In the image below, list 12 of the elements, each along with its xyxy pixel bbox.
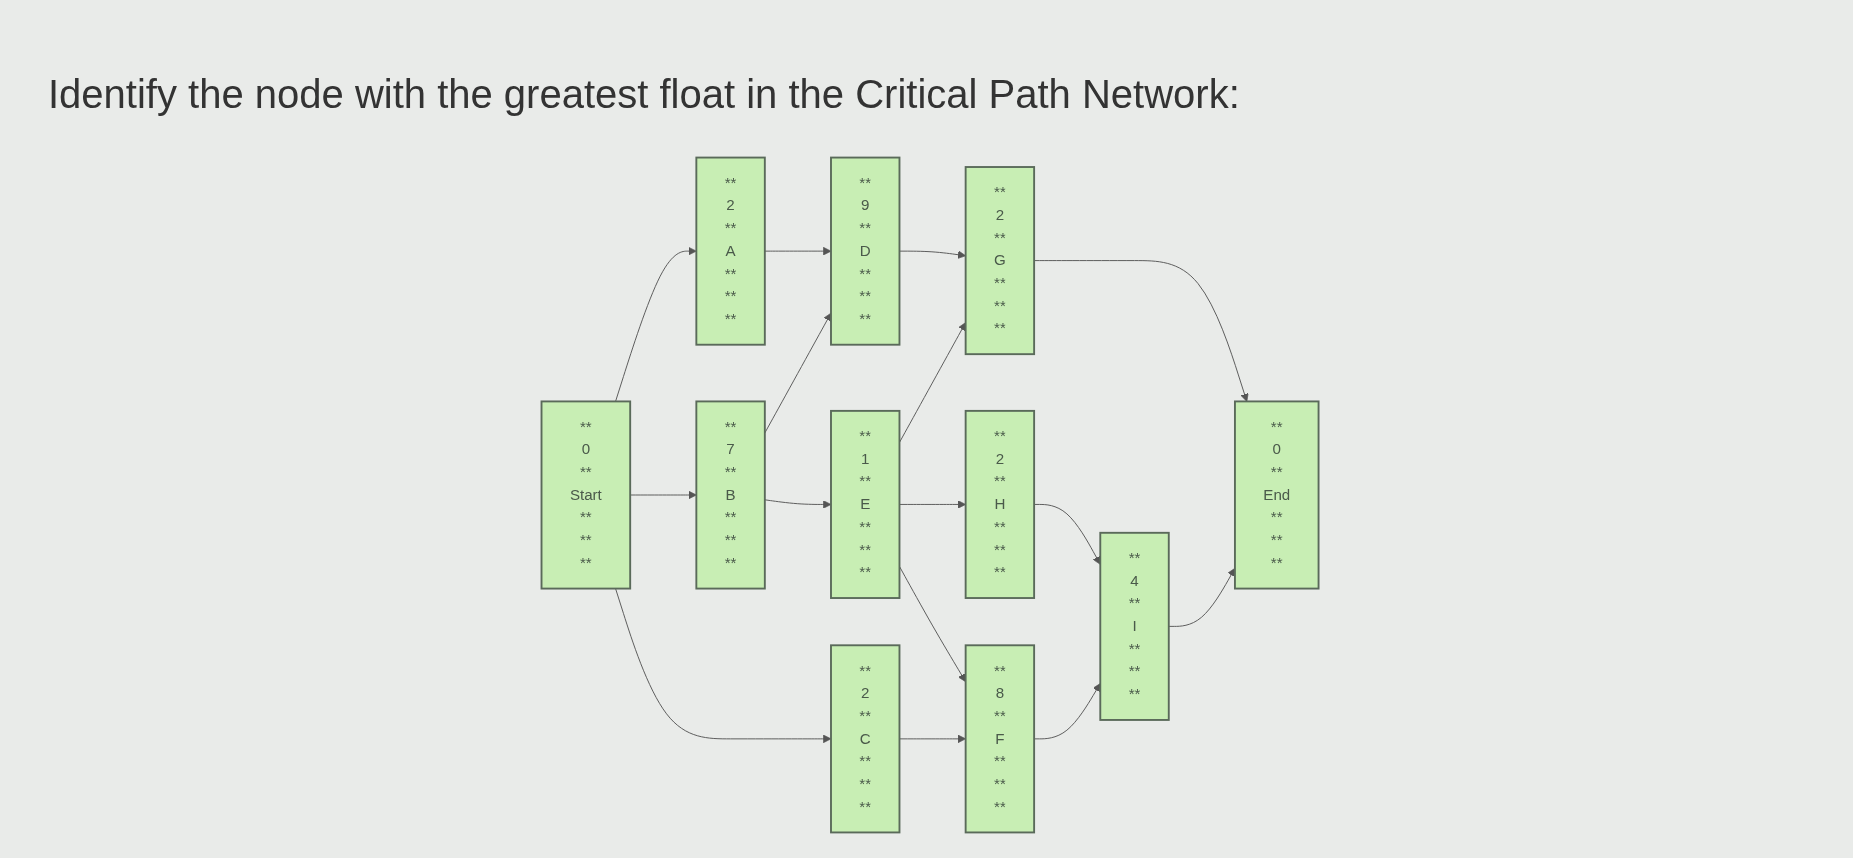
node-box: ** 9 ** D ** ** ** [830, 156, 901, 346]
node-box: ** 7 ** B ** ** ** [695, 400, 766, 590]
node-box: ** 2 ** G ** ** ** [964, 166, 1036, 356]
node-box: ** 2 ** H ** ** ** [964, 409, 1036, 599]
node-box: ** 8 ** F ** ** ** [964, 644, 1036, 834]
question-title: Identify the node with the greatest float in the Critical Path Network: [48, 72, 1240, 117]
node-box: ** 0 ** End ** ** ** [1233, 400, 1320, 590]
node-box: ** 4 ** I ** ** ** [1099, 531, 1170, 721]
node-box: ** 1 ** E ** ** ** [830, 409, 901, 599]
node-box: ** 0 ** Start ** ** ** [540, 400, 632, 590]
node-box: ** 2 ** C ** ** ** [830, 644, 901, 834]
node-box: ** 2 ** A ** ** ** [695, 156, 766, 346]
